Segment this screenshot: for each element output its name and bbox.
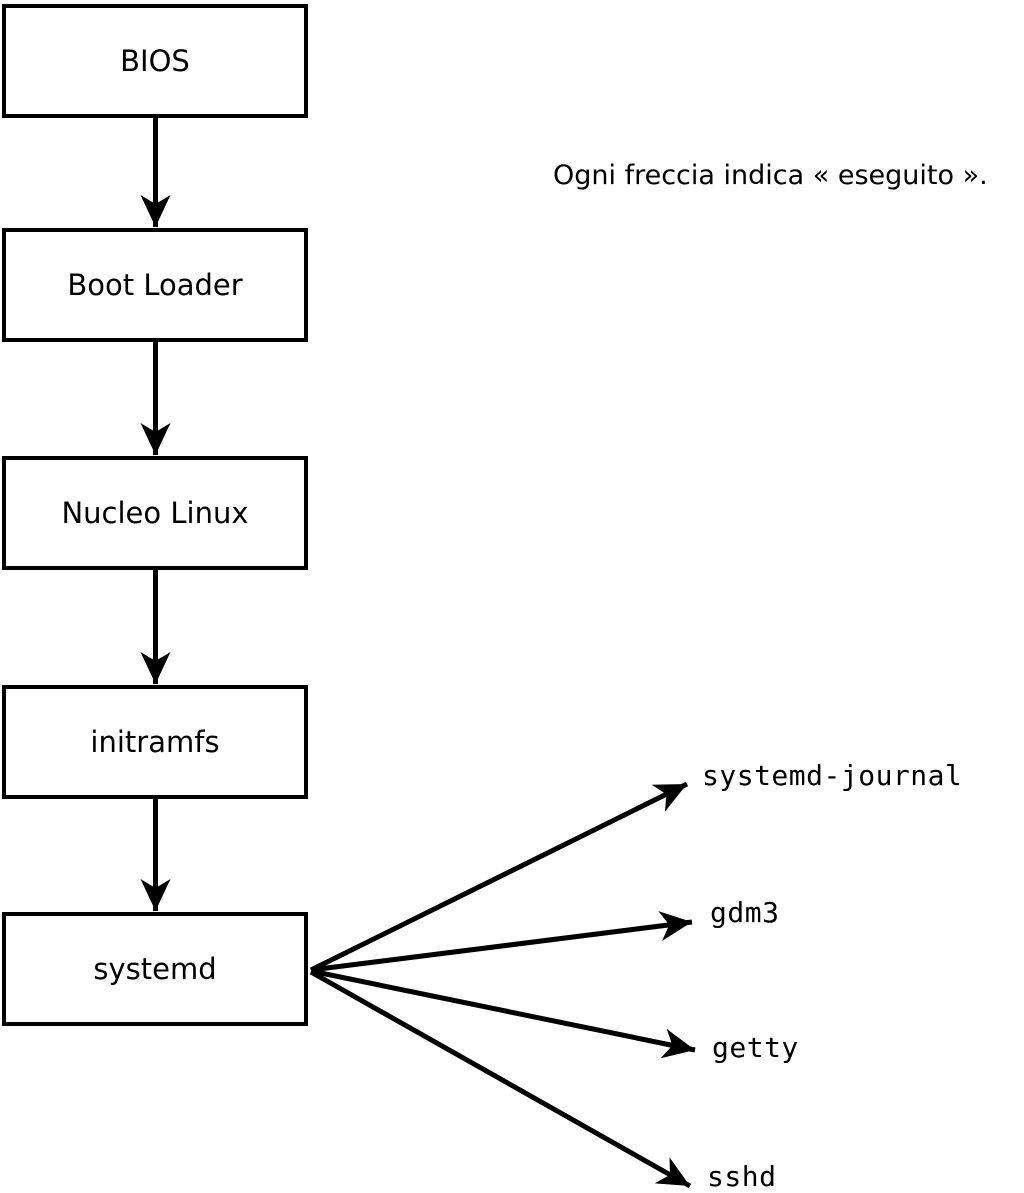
arrow-systemd-to-gdm3 bbox=[310, 911, 693, 973]
box-boot-loader: Boot Loader bbox=[2, 228, 308, 342]
box-systemd-label: systemd bbox=[93, 951, 217, 986]
arrow-systemd-to-sshd bbox=[309, 969, 692, 1189]
diagram-caption: Ogni freccia indica « eseguito ». bbox=[553, 160, 988, 191]
box-boot-loader-label: Boot Loader bbox=[67, 267, 243, 302]
box-initramfs-label: initramfs bbox=[90, 724, 220, 759]
process-label-gdm3: gdm3 bbox=[710, 896, 780, 929]
process-label-sshd: sshd bbox=[707, 1160, 777, 1193]
box-nucleo-linux-label: Nucleo Linux bbox=[61, 495, 249, 530]
box-systemd: systemd bbox=[2, 912, 308, 1026]
arrow-systemd-to-journal bbox=[309, 781, 689, 973]
box-bios-label: BIOS bbox=[120, 43, 190, 78]
process-label-getty: getty bbox=[712, 1031, 799, 1064]
box-nucleo-linux: Nucleo Linux bbox=[2, 456, 308, 570]
box-bios: BIOS bbox=[2, 4, 308, 118]
arrow-systemd-to-getty bbox=[310, 968, 696, 1059]
box-initramfs: initramfs bbox=[2, 685, 308, 799]
process-label-systemd-journal: systemd-journal bbox=[702, 759, 963, 792]
